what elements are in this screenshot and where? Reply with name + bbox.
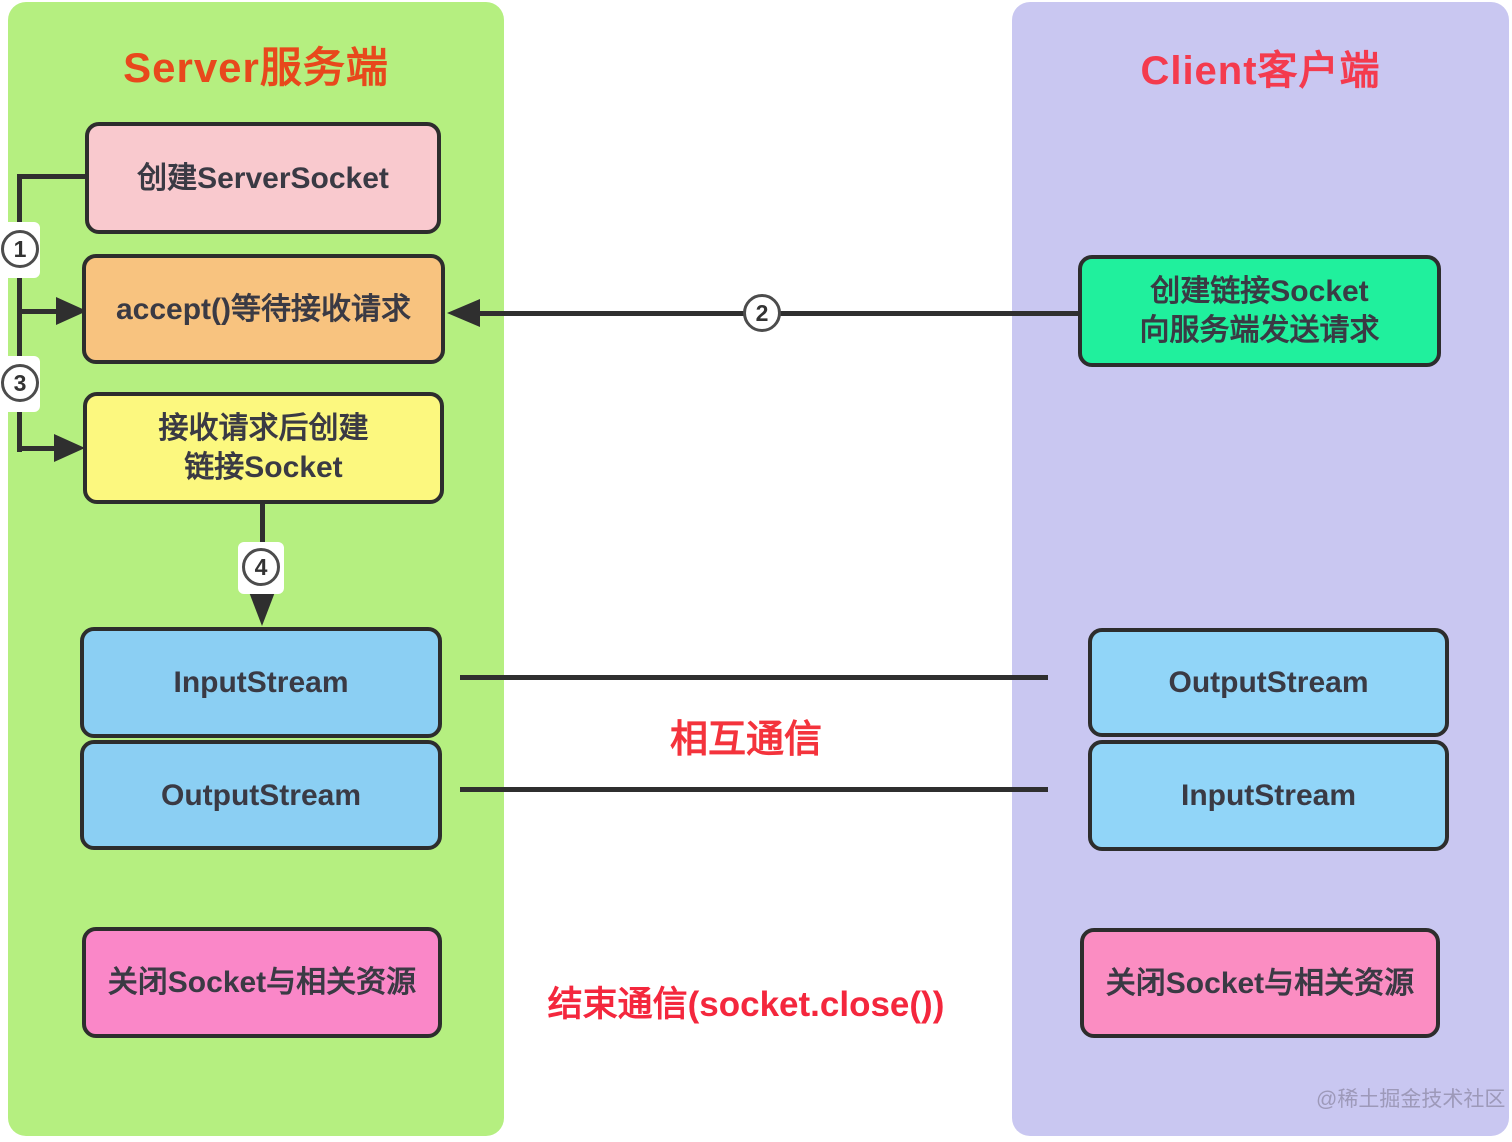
arrowhead-step4-down-icon	[249, 592, 275, 626]
server-box-inputstream: InputStream	[80, 627, 442, 738]
server-box-create-link-socket-line2: 链接Socket	[184, 451, 343, 484]
server-box-create-link-socket: 接收请求后创建 链接Socket	[83, 392, 444, 504]
connector-serversocket-branch	[17, 174, 87, 179]
client-title: Client客户端	[1140, 49, 1381, 93]
server-box-close-socket: 关闭Socket与相关资源	[82, 927, 442, 1038]
client-box-outputstream: OutputStream	[1088, 628, 1449, 737]
mutual-communication-label: 相互通信	[669, 719, 822, 761]
connector-step3-line	[17, 446, 57, 451]
client-box-outputstream-label: OutputStream	[1168, 666, 1369, 699]
server-box-create-link-socket-line1: 接收请求后创建	[158, 412, 369, 445]
client-box-inputstream-label: InputStream	[1180, 779, 1357, 812]
connector-outstream-instream	[460, 787, 1048, 792]
arrowhead-step3-right-icon	[54, 434, 85, 462]
server-box-outputstream: OutputStream	[80, 740, 442, 850]
client-box-inputstream: InputStream	[1088, 740, 1449, 851]
connector-instream-outstream	[460, 675, 1048, 680]
step-3-badge: 3	[1, 364, 39, 402]
server-box-outputstream-label: OutputStream	[160, 778, 361, 812]
client-box-close-socket-label: 关闭Socket与相关资源	[1105, 966, 1415, 1000]
step-4-badge: 4	[242, 548, 280, 586]
arrowhead-step2-left-icon	[447, 299, 480, 327]
server-title: Server服务端	[123, 44, 389, 91]
server-box-create-serversocket: 创建ServerSocket	[85, 122, 441, 234]
server-box-create-serversocket-label: 创建ServerSocket	[137, 161, 389, 195]
end-communication-label: 结束通信(socket.close())	[547, 985, 945, 1024]
client-box-create-socket: 创建链接Socket 向服务端发送请求	[1078, 255, 1441, 367]
server-box-inputstream-label: InputStream	[173, 666, 349, 699]
step-1-badge: 1	[1, 230, 39, 268]
watermark: @稀土掘金技术社区	[1316, 1088, 1506, 1111]
client-box-create-socket-line1: 创建链接Socket	[1150, 275, 1369, 308]
connector-step1-line	[17, 309, 59, 314]
arrowhead-step1-right-icon	[56, 297, 87, 325]
server-box-close-socket-label: 关闭Socket与相关资源	[107, 966, 417, 999]
server-box-accept-wait: accept()等待接收请求	[82, 254, 445, 364]
step-2-badge: 2	[743, 294, 781, 332]
client-box-close-socket: 关闭Socket与相关资源	[1080, 928, 1440, 1038]
client-box-create-socket-line2: 向服务端发送请求	[1139, 314, 1380, 347]
server-box-accept-wait-label: accept()等待接收请求	[115, 292, 412, 326]
